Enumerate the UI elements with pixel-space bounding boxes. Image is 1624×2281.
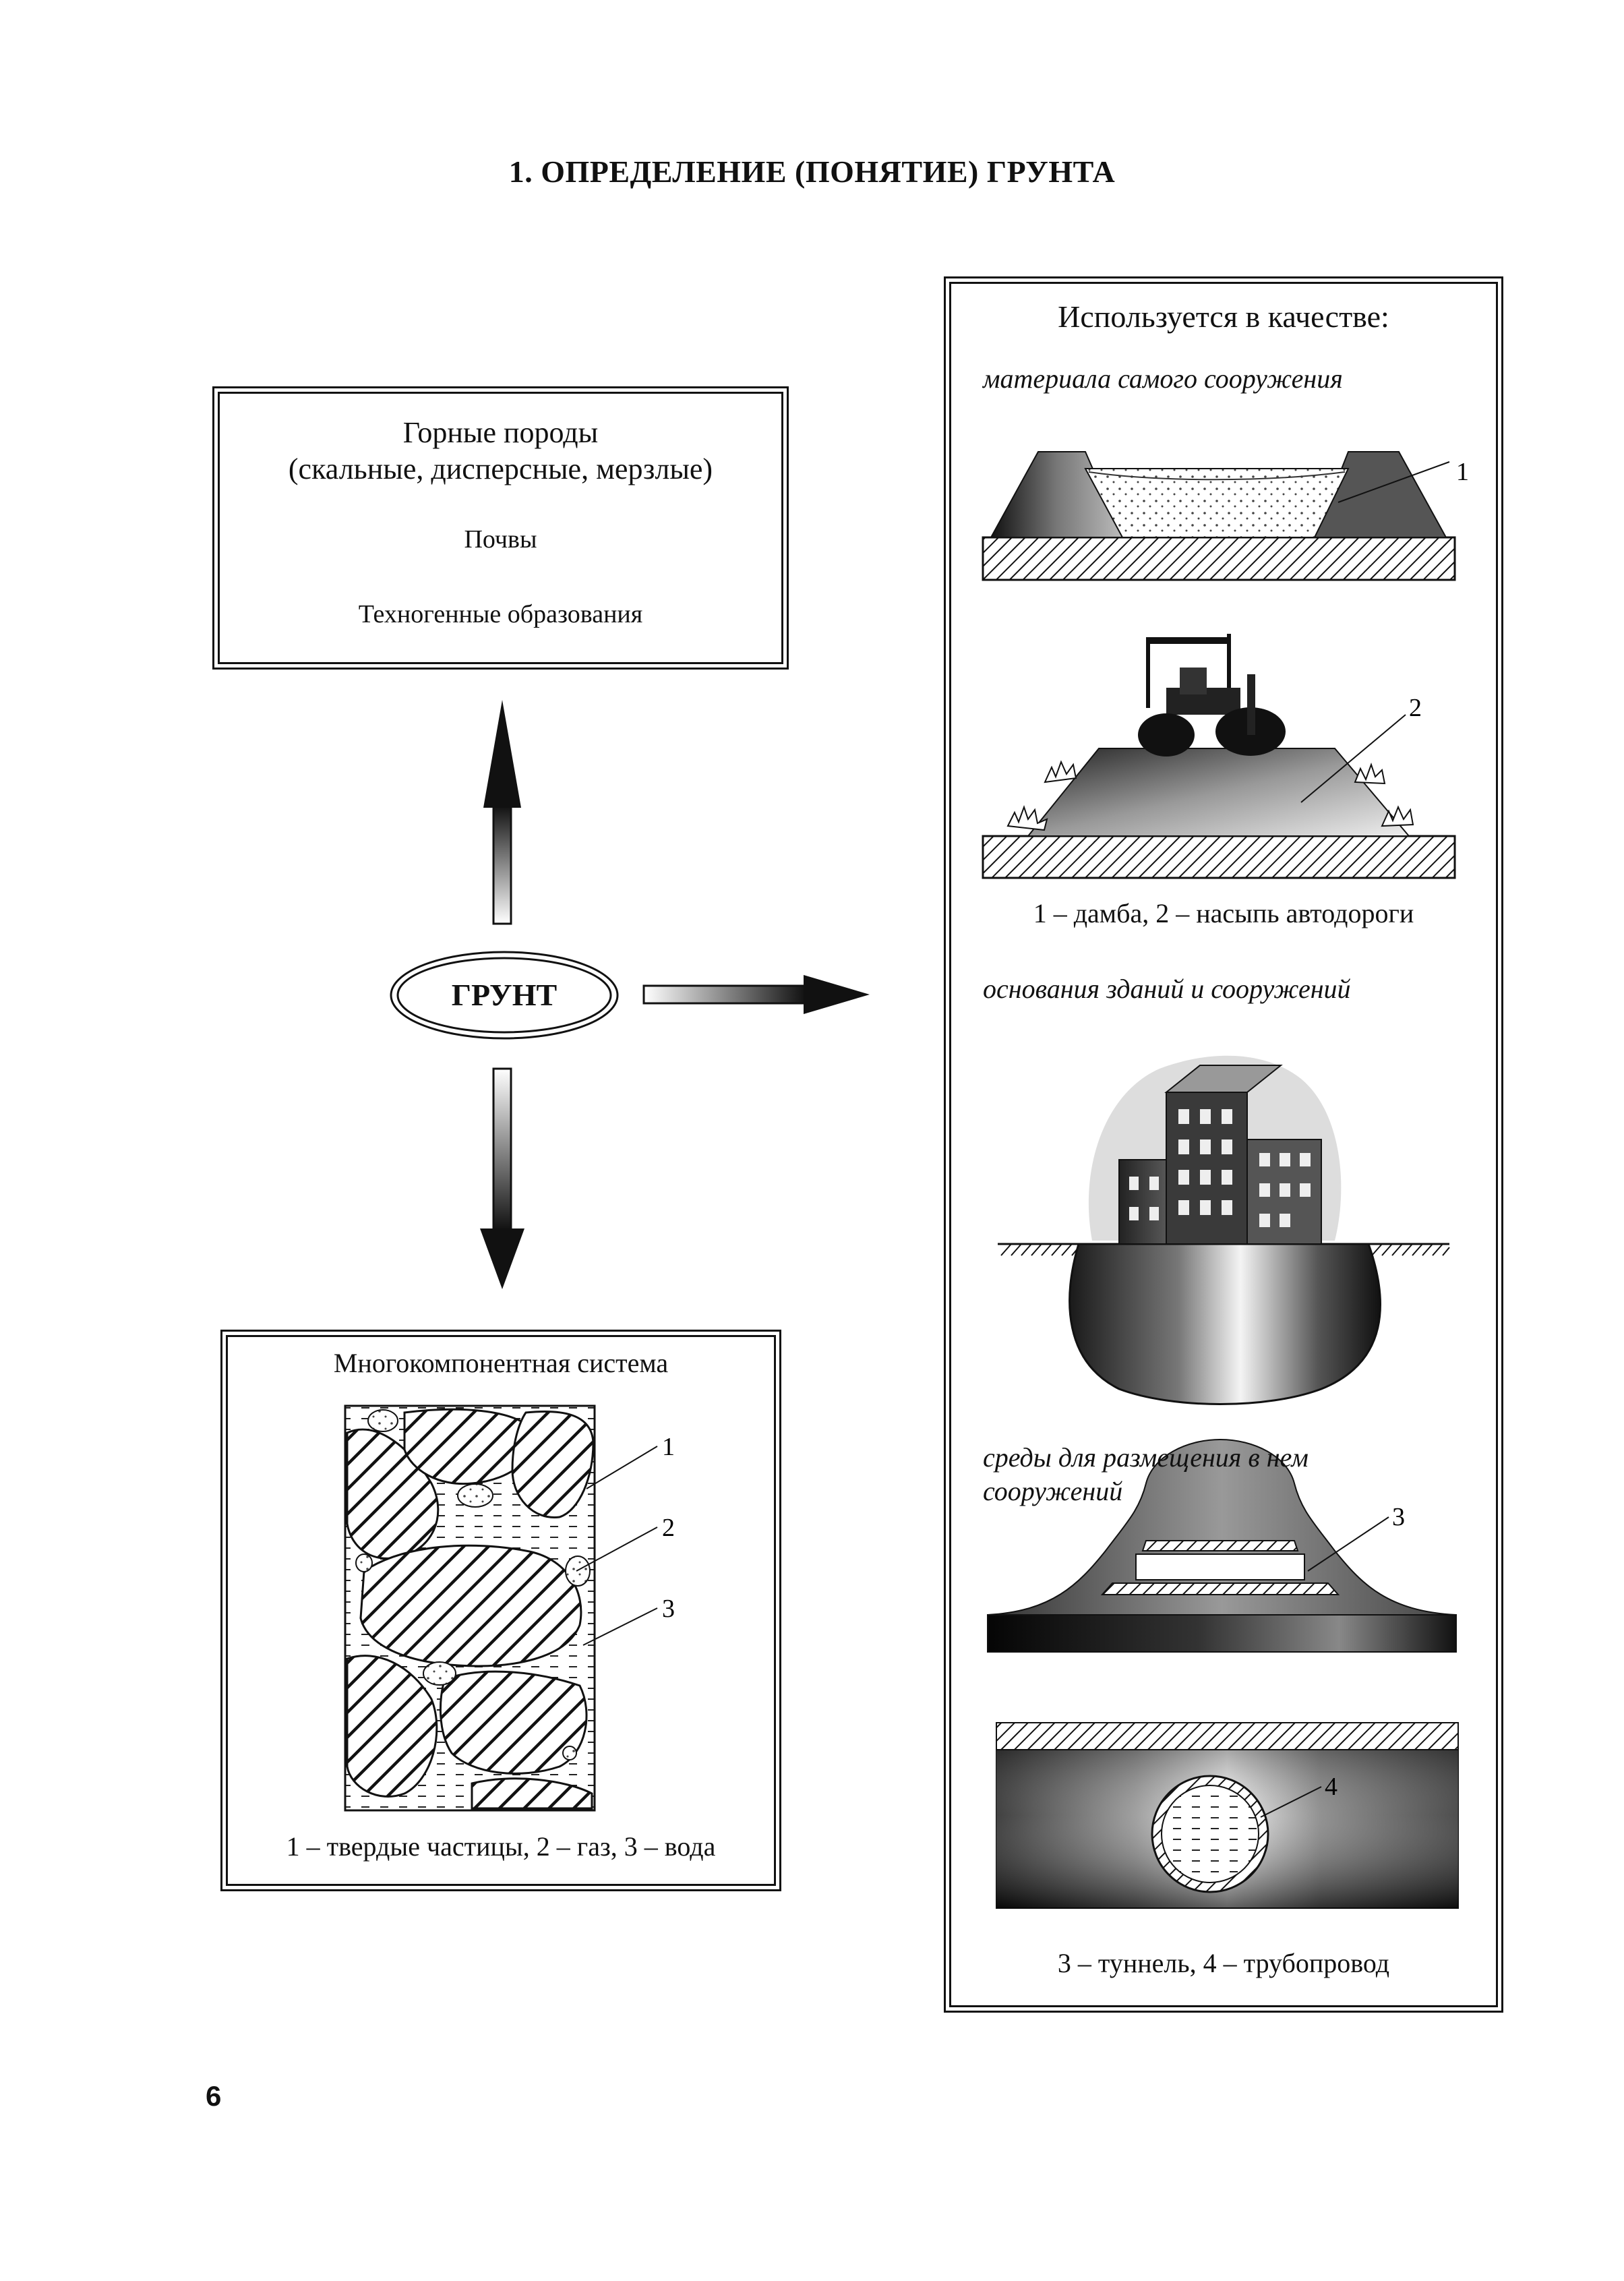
page-title: 1. ОПРЕДЕЛЕНИЕ (ПОНЯТИЕ) ГРУНТА (508, 154, 1116, 189)
pipe-label-4: 4 (1325, 1773, 1337, 1801)
rocks-box: Горные породы (скальные, дисперсные, мер… (212, 386, 789, 670)
system-label-1: 1 (662, 1433, 675, 1461)
road-embankment-figure: 2 (982, 634, 1456, 879)
road-label-2: 2 (1409, 694, 1422, 722)
usage-caption-dam-road: 1 – дамба, 2 – насыпь автодороги (1033, 898, 1414, 928)
dam-label-1: 1 (1456, 458, 1469, 486)
usage-section-medium-line1: среды для размещения в нем (983, 1442, 1309, 1473)
pipeline-figure: 4 (996, 1722, 1459, 1909)
central-ellipse (390, 951, 619, 1040)
arrow-up-icon (483, 700, 521, 925)
page-number: 6 (206, 2080, 222, 2112)
tunnel-label-3: 3 (1392, 1503, 1405, 1531)
usage-caption-tunnel-pipe: 3 – туннель, 4 – трубопровод (1057, 1948, 1390, 1978)
arrow-down-icon (480, 1067, 524, 1289)
usage-section-foundation: основания зданий и сооружений (983, 974, 1351, 1004)
building-foundation-figure (998, 1055, 1450, 1405)
usage-heading: Используется в качестве: (1058, 299, 1389, 334)
dam-figure: 1 (982, 451, 1469, 581)
tunnel-hill-figure: 3 (987, 1438, 1457, 1653)
usage-box: Используется в качестве: материала самог… (944, 276, 1503, 2013)
system-label-3: 3 (662, 1595, 675, 1623)
system-heading: Многокомпонентная система (333, 1348, 669, 1378)
road-roller-icon (1138, 634, 1286, 757)
system-label-2: 2 (662, 1514, 675, 1542)
soils-label: Почвы (464, 525, 537, 554)
system-box: Многокомпонентная система 1 – твердые ча… (220, 1330, 781, 1891)
system-caption: 1 – твердые частицы, 2 – газ, 3 – вода (286, 1831, 716, 1862)
technogenic-label: Техногенные образования (358, 600, 643, 628)
rocks-line2: (скальные, дисперсные, мерзлые) (288, 452, 713, 485)
rocks-line1: Горные породы (402, 416, 599, 449)
usage-section-medium-line2: сооружений (983, 1476, 1123, 1506)
arrow-right-icon (642, 975, 870, 1014)
central-label: ГРУНТ (451, 978, 558, 1012)
usage-section-material: материала самого сооружения (983, 363, 1343, 394)
soil-structure-figure: 1 2 3 (344, 1404, 675, 1812)
